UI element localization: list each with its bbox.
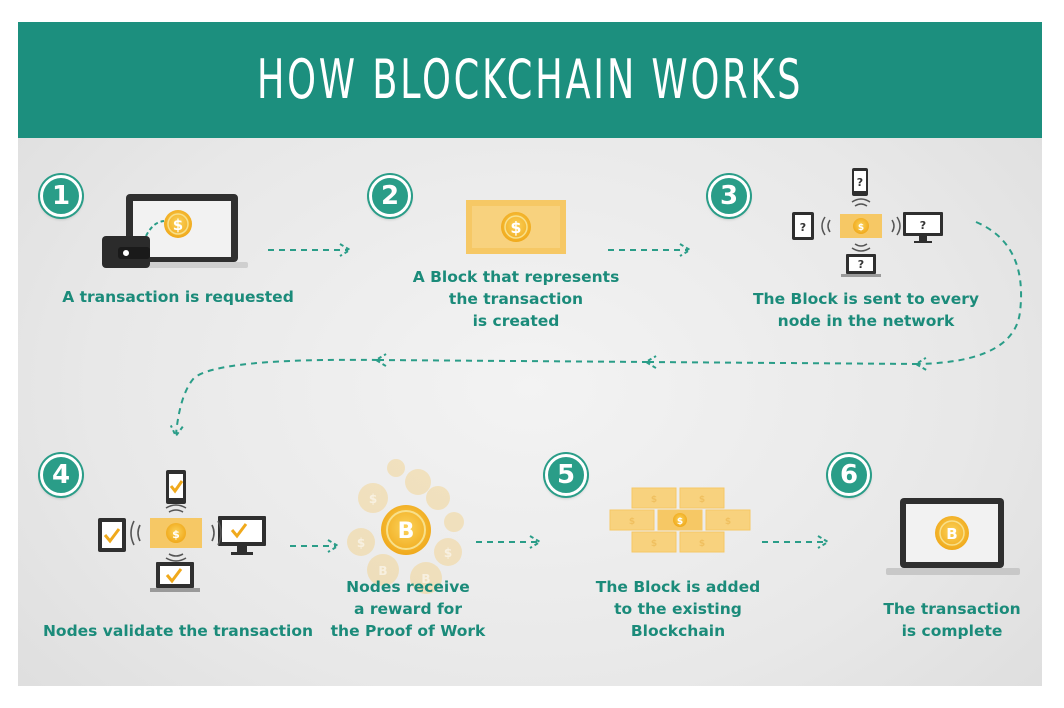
label-nodes-validate: Nodes validate the transaction [42, 622, 314, 640]
svg-text:$: $ [173, 216, 183, 234]
step-6-badge: 6 [828, 454, 870, 496]
svg-text:$: $ [629, 517, 635, 527]
svg-text:?: ? [920, 219, 926, 232]
svg-text:B: B [946, 525, 957, 543]
step-3-badge: 3 [708, 175, 750, 217]
label-block-sent: The Block is sent to every node in the n… [752, 290, 980, 330]
blockchain-bricks-icon: $ $ $ $ $ $ $ [609, 487, 751, 553]
label-nodes-reward: Nodes receive a reward for the Proof of … [330, 578, 486, 640]
network-broadcast-icon: ? ? ? ? $ [792, 168, 943, 277]
svg-text:$: $ [357, 536, 365, 550]
svg-text:?: ? [800, 221, 806, 234]
page-title: HOW BLOCKCHAIN WORKS [256, 48, 804, 111]
svg-text:$: $ [677, 517, 683, 527]
svg-text:$: $ [510, 218, 521, 237]
arrow-return-long [648, 362, 919, 364]
completed-laptop-icon: B [886, 498, 1020, 575]
svg-text:B: B [421, 572, 430, 586]
step-4-badge: 4 [40, 454, 82, 496]
arrow-3-return [918, 221, 1022, 364]
infographic-canvas: HOW BLOCKCHAIN WORKS $ [18, 22, 1042, 686]
svg-text:$: $ [369, 492, 377, 506]
svg-text:$: $ [699, 495, 705, 505]
step-1-badge: 1 [40, 175, 82, 217]
svg-text:$: $ [172, 528, 180, 541]
block-banknote-icon: $ [466, 200, 566, 254]
label-block-created: A Block that represents the transaction … [412, 268, 620, 330]
arrow-return-long-2 [378, 360, 649, 362]
svg-text:?: ? [858, 258, 864, 271]
svg-text:B: B [378, 564, 387, 578]
reward-coins-icon: $ $ B B $ B [347, 459, 464, 594]
flow-arrows [176, 221, 1022, 546]
step-5-badge: 5 [545, 454, 587, 496]
diagram-graphics: $ $ ? ? ? [98, 168, 1022, 594]
svg-text:?: ? [857, 176, 863, 189]
validation-network-icon: $ [98, 470, 266, 592]
header-banner: HOW BLOCKCHAIN WORKS [18, 22, 1042, 138]
svg-text:$: $ [725, 517, 731, 527]
svg-text:$: $ [651, 495, 657, 505]
svg-text:$: $ [858, 223, 864, 233]
laptop-wallet-icon: $ [102, 194, 248, 268]
step-2-badge: 2 [369, 175, 411, 217]
svg-text:$: $ [651, 539, 657, 549]
label-transaction-requested: A transaction is requested [62, 288, 294, 306]
label-block-added: The Block is added to the existing Block… [595, 578, 761, 640]
label-transaction-complete: The transaction is complete [883, 600, 1021, 640]
arrow-down-to-4 [176, 358, 379, 434]
svg-text:$: $ [444, 546, 452, 560]
svg-text:B: B [398, 519, 415, 544]
svg-text:$: $ [699, 539, 705, 549]
